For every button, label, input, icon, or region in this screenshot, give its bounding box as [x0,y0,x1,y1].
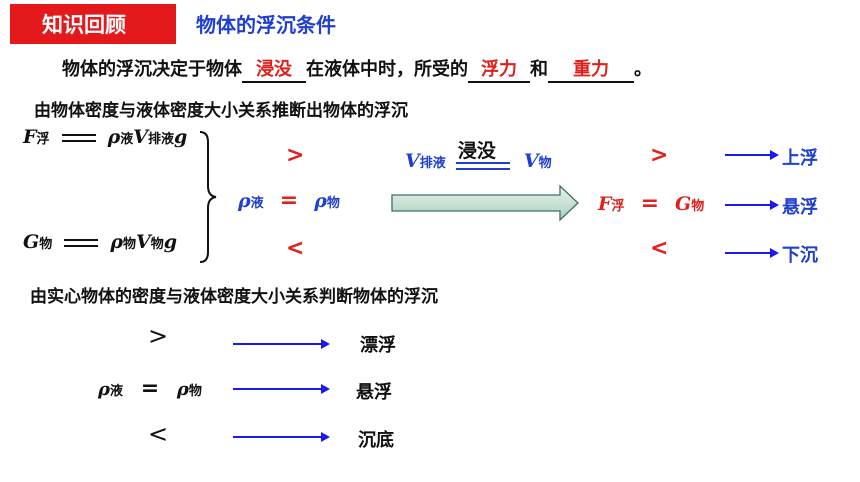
force-gt: > [650,143,669,168]
force-lt: < [650,236,669,261]
result-rise: 上浮 [782,148,818,169]
arrow-float [233,339,330,349]
gravity-formula: G物 ρ物V物g [23,231,178,253]
blank-immersed: 浸没 [242,55,306,83]
density-compare: ρ液 = ρ物 [238,188,340,213]
section1-heading: 由物体密度与液体密度大小关系推断出物体的浮沉 [34,101,408,121]
density-gt: > [286,143,305,168]
inference-arrow [391,184,579,222]
arrow-bottom [233,432,330,442]
immersion-condition: V排液 浸没 V物 [405,139,552,173]
right-brace [199,131,217,263]
result-suspend: 悬浮 [782,197,818,218]
header-badge-text: 知识回顾 [42,13,126,37]
result-float: 漂浮 [360,335,396,356]
blank-buoyancy: 浮力 [468,55,530,83]
page-title: 物体的浮沉条件 [196,13,336,37]
header-badge [10,4,176,44]
arrow-sink [725,248,779,258]
arrow-suspend-solid [233,384,330,394]
solid-density-compare: ρ液 = ρ物 [98,376,202,401]
section2-heading: 由实心物体的密度与液体密度大小关系判断物体的浮沉 [30,287,438,307]
result-bottom: 沉底 [358,430,394,451]
intro-sentence: 物体的浮沉决定于物体浸没在液体中时，所受的浮力和重力。 [62,55,652,83]
density-lt: < [286,236,305,261]
force-compare: F浮 = G物 [598,191,705,216]
arrow-rise [725,150,779,160]
blank-gravity: 重力 [548,55,634,83]
solid-lt: < [148,420,169,448]
solid-gt: > [148,322,169,350]
result-suspend-solid: 悬浮 [356,382,392,403]
buoyancy-formula: F浮 ρ液V排液g [23,126,188,148]
result-sink: 下沉 [782,245,818,266]
arrow-suspend [725,200,779,210]
